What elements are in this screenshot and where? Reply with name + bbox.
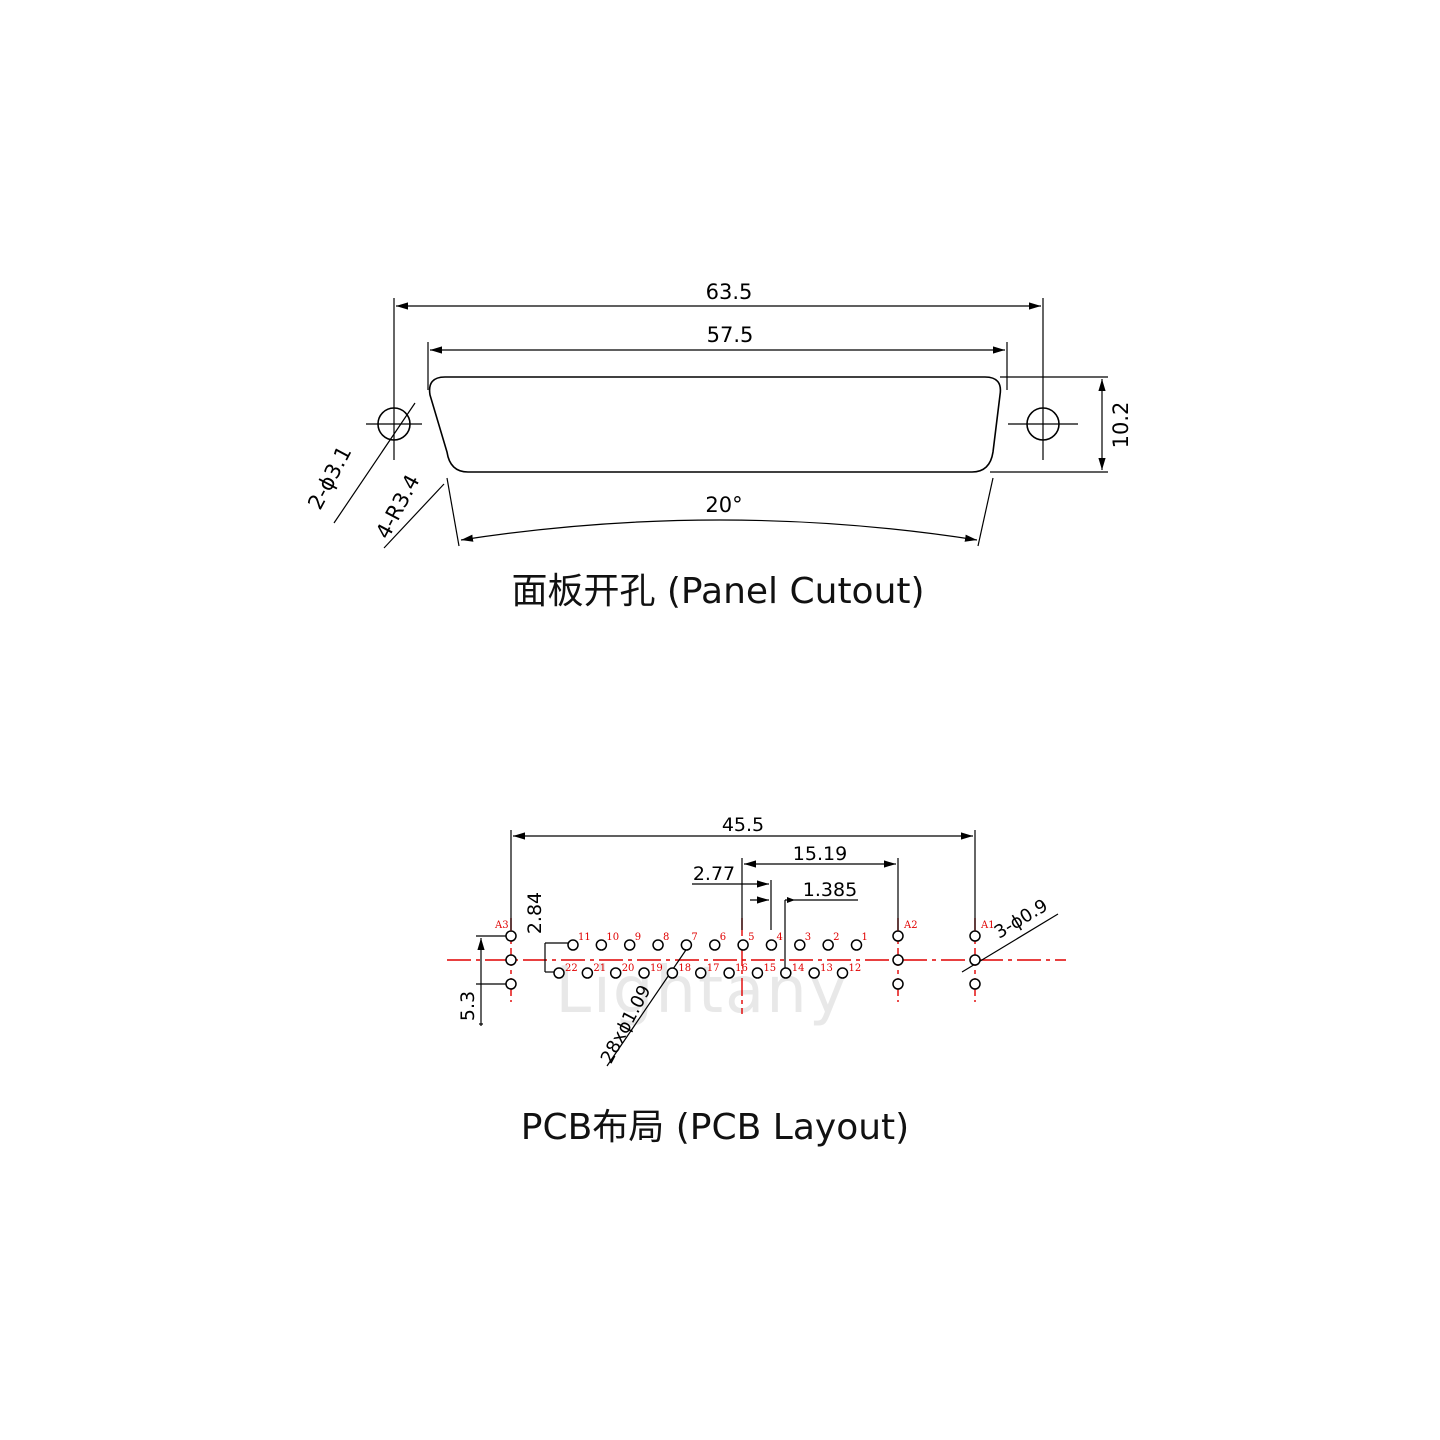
mount-hole [505,930,517,942]
pin-hole [737,939,749,951]
mounting-hole-right [1008,388,1078,460]
mounting-hole-left [366,388,422,460]
pin-label: 20 [622,963,635,974]
pin-hole [836,967,849,979]
pin-hole [765,939,778,951]
pin-label: 9 [635,932,641,943]
panel-cutout-view [333,298,1108,549]
pin-hole [652,939,664,951]
pcb-layout-view [447,830,1066,1067]
pin-hole [567,939,579,951]
pin-hole [822,939,834,951]
mount-label: A3 [494,920,509,931]
pin-hole [553,967,565,979]
pin-hole [680,939,693,951]
pin-label: 15 [763,963,776,974]
pin-label: 8 [663,932,669,943]
mount-label: A2 [903,920,918,931]
pin-label: 13 [820,963,833,974]
mount-hole [505,954,517,966]
angle-arc-20 [460,519,978,542]
leader-radius [383,483,445,549]
label-angle-20: 20° [705,493,742,517]
pin-hole [638,967,650,979]
pin-hole [780,967,792,979]
label-hole-note: 2-ϕ3.1 [303,442,356,513]
pin-label: 7 [691,932,697,943]
label-63-5: 63.5 [706,280,753,304]
label-2-84: 2.84 [524,892,546,934]
mount-hole [892,978,904,990]
label-1-385: 1.385 [803,879,857,901]
pin-hole [808,967,820,979]
pin-label: 21 [593,963,606,974]
pin-hole [751,967,764,979]
pin-label: 14 [792,963,805,974]
label-10-2: 10.2 [1109,402,1133,449]
pin-hole [723,967,735,979]
mount-hole [892,954,904,966]
cutout-outline [428,376,1002,473]
pin-label: 12 [849,963,862,974]
mount-hole [969,930,981,942]
pin-hole [623,939,636,951]
mount-hole [892,930,904,942]
pin-label: 4 [776,932,782,943]
leader-pins [606,943,691,1067]
pin-hole [709,939,721,951]
pin-label: 6 [720,932,726,943]
label-5-3: 5.3 [457,991,479,1021]
pin-label: 10 [606,932,619,943]
pin-hole [794,939,806,951]
label-15-19: 15.19 [793,843,847,865]
pcb-layout-caption: PCB布局 (PCB Layout) [521,1107,909,1148]
panel-cutout-caption: 面板开孔 (Panel Cutout) [511,571,924,612]
pin-label: 16 [735,963,748,974]
pin-hole [695,967,707,979]
mount-hole [969,978,981,990]
pin-label: 22 [565,963,578,974]
label-57-5: 57.5 [707,323,754,347]
label-radius-note: 4-R3.4 [371,471,425,543]
pin-label: 19 [650,963,663,974]
pin-hole [609,967,622,979]
pin-label: 11 [578,932,591,943]
pin-hole [666,967,679,979]
pin-label: 18 [678,963,691,974]
label-45-5: 45.5 [722,814,764,836]
pin-label: 17 [707,963,720,974]
pin-hole [581,967,594,979]
mount-hole [969,954,981,966]
mount-label: A1 [980,920,995,931]
pin-label: 5 [748,932,754,943]
pin-label: 1 [862,932,868,943]
leader-holes [333,402,416,524]
watermark: Lightany [555,954,848,1028]
mount-hole [505,978,517,990]
label-2-77: 2.77 [693,863,735,885]
pin-label: 3 [805,932,811,943]
pin-hole [595,939,608,951]
pin-label: 2 [833,932,839,943]
pin-hole [850,939,863,951]
